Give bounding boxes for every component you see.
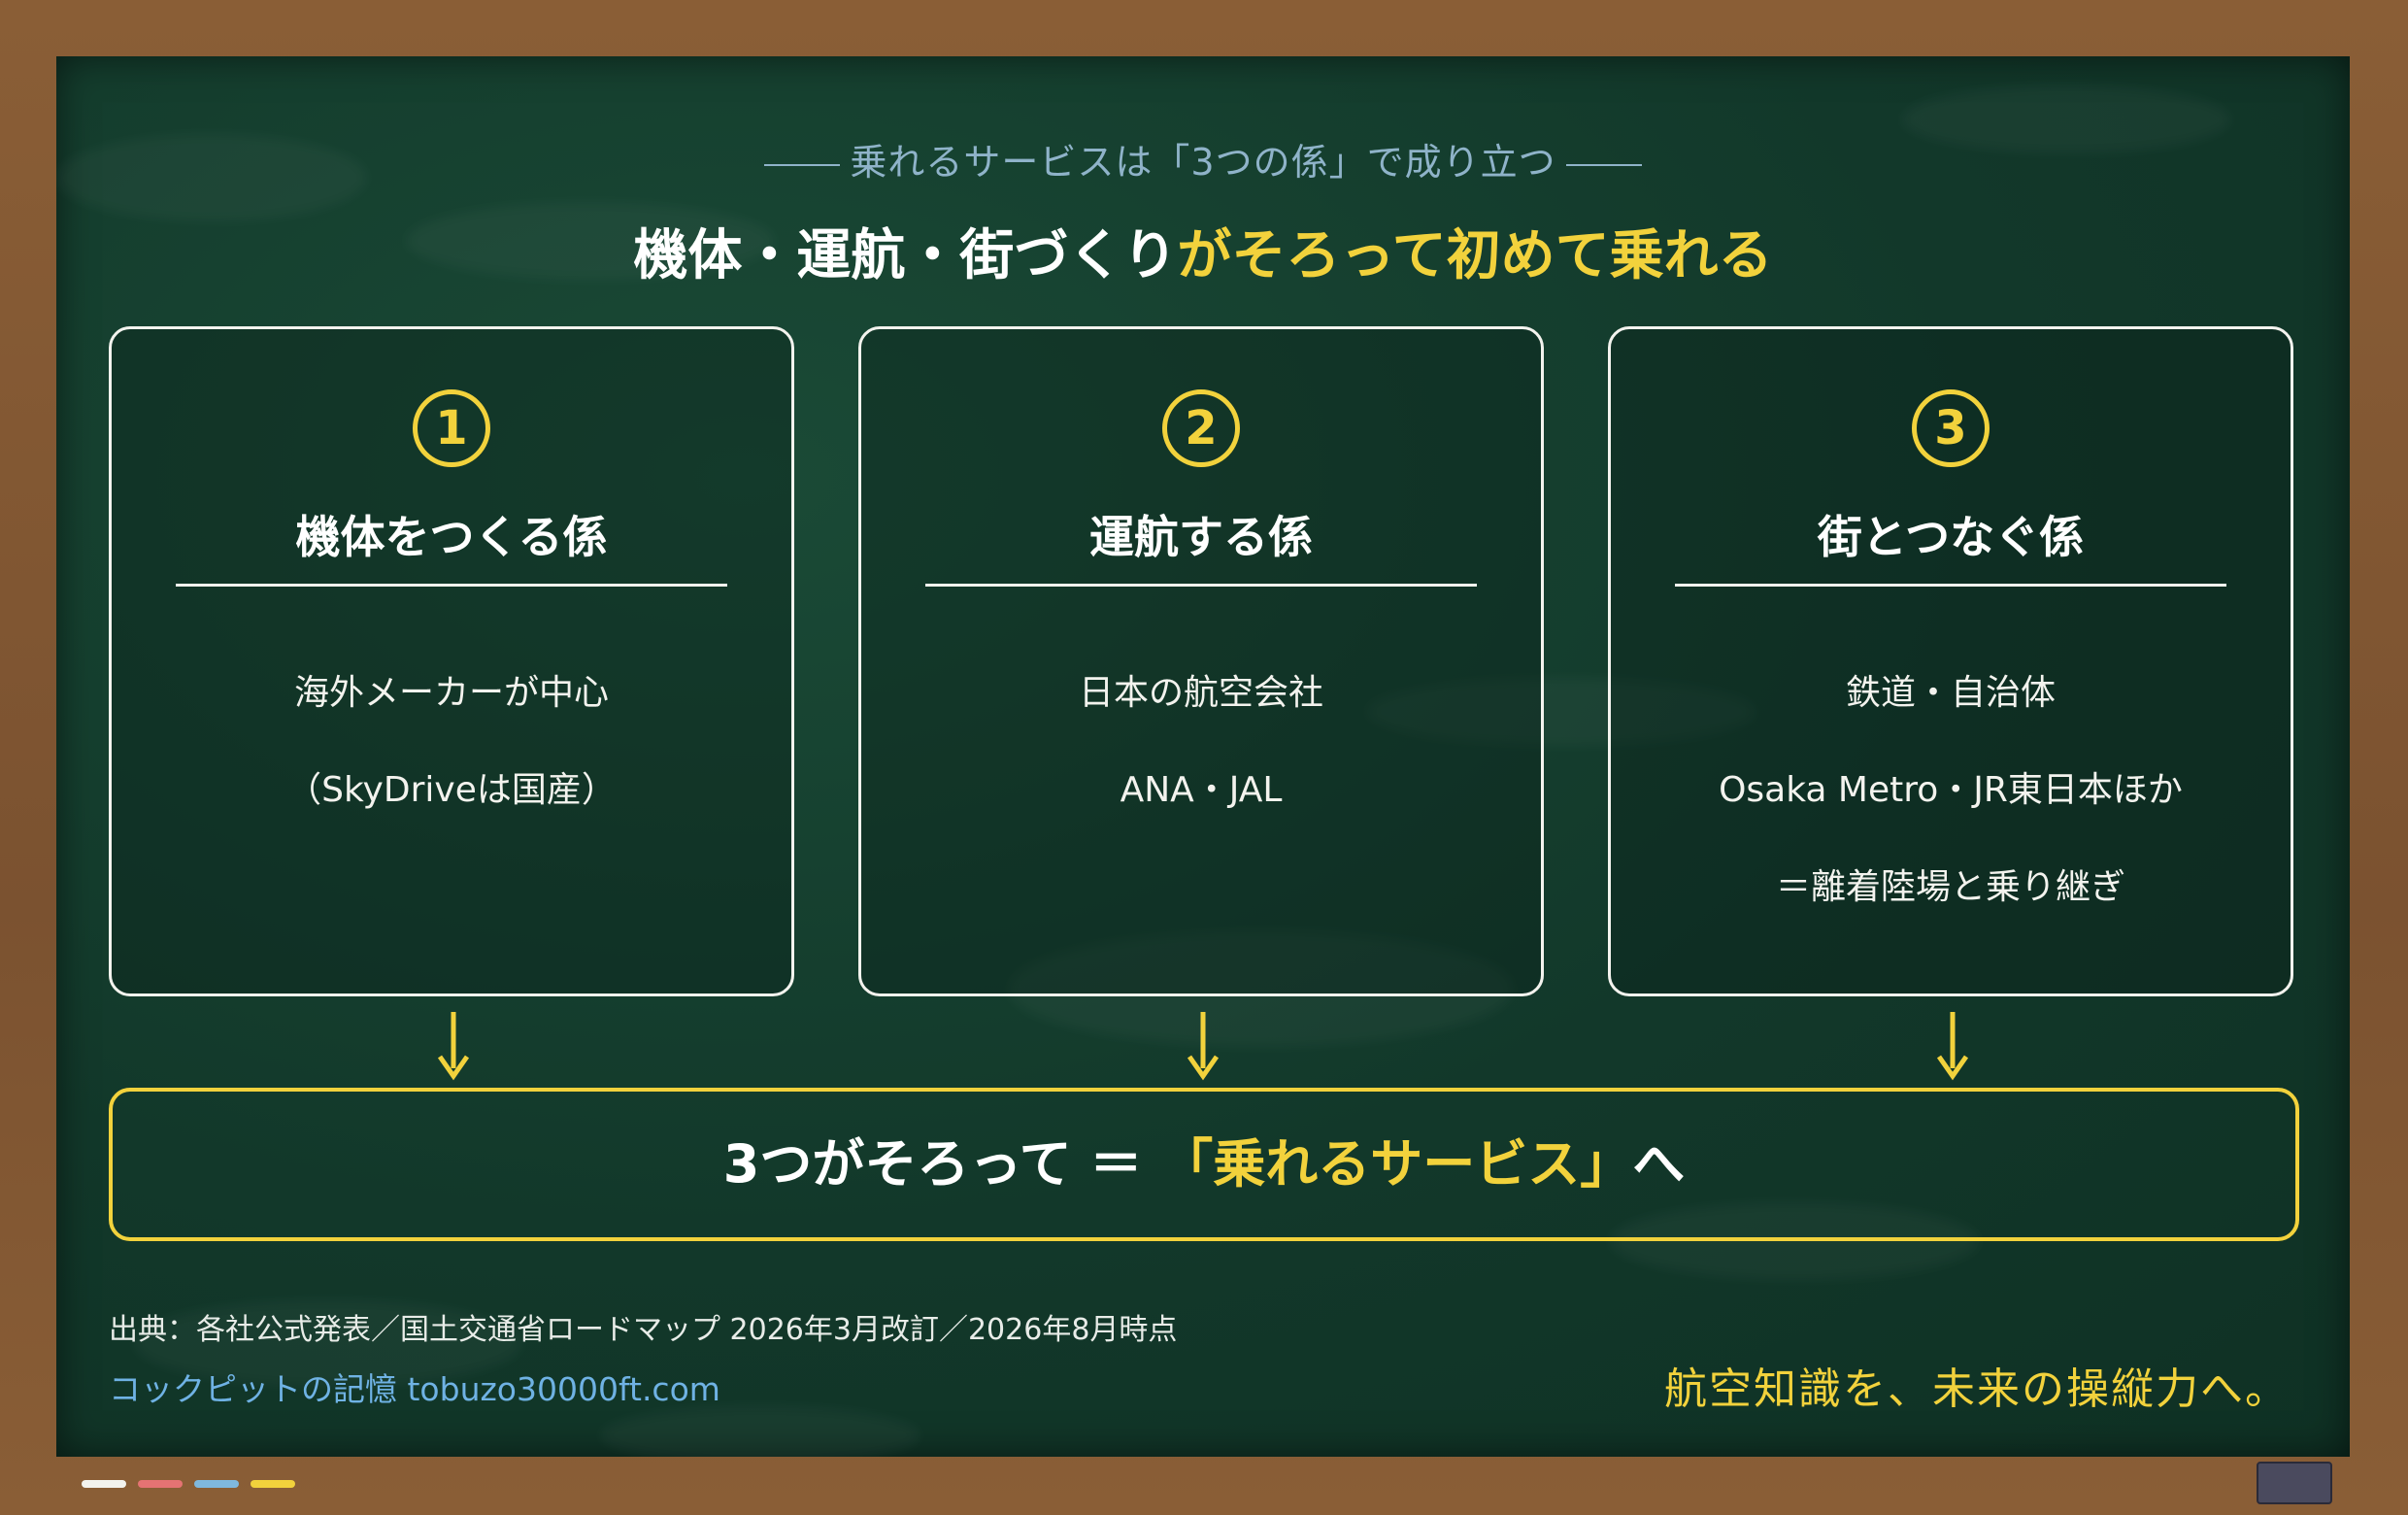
slogan: 航空知識を、未来の操縦力へ。 (1664, 1364, 2290, 1414)
card-line: 海外メーカーが中心 (293, 673, 609, 713)
chalk-red (138, 1480, 183, 1488)
subtitle-dash-left (764, 163, 841, 166)
card-line: Osaka Metro・JR東日本ほか (1719, 770, 2183, 810)
card-operator: 2 運航する係 日本の航空会社 ANA・JAL (858, 326, 1544, 996)
card-title: 運航する係 (1089, 511, 1313, 563)
page-title: 機体・運航・街づくりがそろって初めて乗れる (56, 212, 2350, 290)
summary-prefix: 3つがそろって ＝ (722, 1133, 1161, 1195)
card-number-badge: 3 (1912, 389, 1990, 467)
card-title: 機体をつくる係 (295, 511, 608, 563)
card-aircraft-maker: 1 機体をつくる係 海外メーカーが中心 （SkyDriveは国産） (109, 326, 794, 996)
summary-suffix: へ (1632, 1133, 1686, 1195)
card-divider (925, 584, 1477, 587)
arrow-down-icon (1187, 1012, 1220, 1081)
card-line: （SkyDriveは国産） (286, 770, 617, 810)
summary-highlight: 「乗れるサービス」 (1160, 1133, 1633, 1195)
card-title: 街とつなぐ係 (1817, 511, 2085, 563)
subtitle-text: 乗れるサービスは「3つの係」で成り立つ (850, 141, 1556, 184)
card-number-badge: 1 (413, 389, 490, 467)
subtitle-dash-right (1565, 163, 1642, 166)
card-line: ＝離着陸場と乗り継ぎ (1775, 867, 2125, 907)
title-highlight: がそろって初めて乗れる (1177, 224, 1773, 287)
card-divider (176, 584, 727, 587)
chalk-yellow (251, 1480, 295, 1488)
summary-box: 3つがそろって ＝ 「乗れるサービス」へ (109, 1088, 2299, 1241)
card-line: ANA・JAL (1120, 770, 1283, 810)
chalk-white (82, 1480, 126, 1488)
title-main: 機体・運航・街づくり (633, 224, 1178, 287)
subtitle: 乗れるサービスは「3つの係」で成り立つ (56, 132, 2350, 185)
card-city-connector: 3 街とつなぐ係 鉄道・自治体 Osaka Metro・JR東日本ほか ＝離着陸… (1608, 326, 2293, 996)
arrow-down-icon (437, 1012, 470, 1081)
card-line: 鉄道・自治体 (1845, 673, 2056, 713)
card-number-badge: 2 (1162, 389, 1240, 467)
eraser-icon (2257, 1462, 2332, 1504)
card-line: 日本の航空会社 (1078, 673, 1323, 713)
chalkboard: 乗れるサービスは「3つの係」で成り立つ 機体・運航・街づくりがそろって初めて乗れ… (56, 56, 2350, 1457)
source-note: 出典：各社公式発表／国土交通省ロードマップ 2026年3月改訂／2026年8月時… (109, 1313, 1178, 1347)
card-divider (1675, 584, 2226, 587)
site-credit-link[interactable]: コックピットの記憶 tobuzo30000ft.com (109, 1370, 720, 1408)
arrow-down-icon (1936, 1012, 1969, 1081)
chalk-blue (194, 1480, 239, 1488)
